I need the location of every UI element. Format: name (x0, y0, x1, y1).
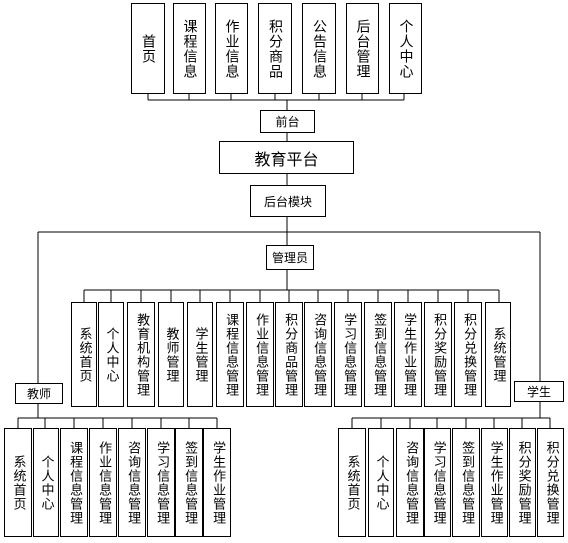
admin-module: 学生管理 (187, 302, 213, 407)
top-nav-item: 积分商品 (258, 3, 292, 94)
student-node: 学生 (514, 381, 564, 402)
teacher-module: 学习信息管理 (147, 428, 175, 537)
admin-node: 管理员 (266, 245, 314, 270)
admin-module: 学习信息管理 (334, 302, 362, 407)
admin-module: 系统管理 (485, 302, 511, 407)
admin-module: 教师管理 (158, 302, 184, 407)
admin-module: 签到信息管理 (364, 302, 392, 407)
frontend-node: 前台 (260, 110, 315, 133)
top-nav-item: 作业信息 (215, 3, 248, 94)
student-module: 个人中心 (368, 428, 394, 537)
student-module: 积分奖励管理 (509, 428, 536, 537)
top-nav-item: 课程信息 (173, 3, 206, 94)
admin-module: 积分商品管理 (275, 302, 303, 407)
admin-module: 教育机构管理 (127, 302, 155, 407)
teacher-module: 课程信息管理 (60, 428, 88, 537)
teacher-module: 作业信息管理 (89, 428, 117, 537)
admin-module: 课程信息管理 (216, 302, 244, 407)
student-module: 积分兑换管理 (537, 428, 564, 537)
platform-node: 教育平台 (219, 141, 354, 174)
student-module: 咨询信息管理 (396, 428, 424, 537)
teacher-module: 咨询信息管理 (118, 428, 146, 537)
top-nav-item: 个人中心 (389, 3, 422, 94)
admin-module: 系统首页 (71, 302, 97, 407)
student-module: 签到信息管理 (452, 428, 480, 537)
admin-module: 学生作业管理 (394, 302, 422, 407)
admin-module: 积分奖励管理 (424, 302, 452, 407)
admin-module: 积分兑换管理 (454, 302, 482, 407)
admin-module: 作业信息管理 (246, 302, 274, 407)
teacher-module: 个人中心 (33, 428, 59, 537)
teacher-module: 系统首页 (4, 428, 32, 537)
student-module: 系统首页 (338, 428, 366, 537)
top-nav-item: 首页 (131, 3, 165, 94)
student-module: 学生作业管理 (481, 428, 508, 537)
teacher-node: 教师 (15, 383, 63, 404)
admin-module: 咨询信息管理 (304, 302, 332, 407)
teacher-module: 学生作业管理 (203, 428, 231, 537)
teacher-module: 签到信息管理 (175, 428, 203, 537)
backend-node: 后台模块 (250, 185, 326, 217)
top-nav-item: 公告信息 (302, 3, 336, 94)
admin-module: 个人中心 (98, 302, 124, 407)
top-nav-item: 后台管理 (346, 3, 379, 94)
student-module: 学习信息管理 (424, 428, 451, 537)
